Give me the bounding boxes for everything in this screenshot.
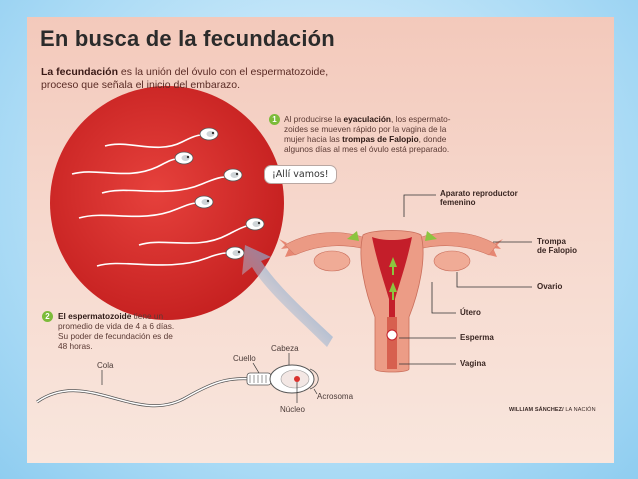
sperm-tail-5 (138, 225, 248, 246)
sperm-anatomy-drawing (36, 364, 319, 408)
step-1-text: Al producirse la eyaculación, los esperm… (284, 114, 451, 154)
sperm-head-3 (223, 168, 243, 182)
label-neck: Cuello (233, 354, 256, 363)
sperm-tail-6 (96, 252, 228, 267)
label-head: Cabeza (271, 344, 299, 353)
infographic-slide: En busca de la fecundación La fecundació… (27, 17, 614, 463)
sperm-head-1 (199, 127, 219, 141)
step-1-badge: 1 (269, 114, 280, 125)
illustration-credit: WILLIAM SÁNCHEZ/ LA NACIÓN (509, 407, 596, 413)
step-2-text: El espermatozoide tiene un promedio de v… (58, 311, 175, 351)
ovary-left (313, 250, 351, 272)
sperm-head-2 (174, 151, 194, 165)
label-sperm: Esperma (460, 333, 494, 342)
label-tail: Cola (97, 361, 114, 370)
page-title: En busca de la fecundación (40, 26, 335, 51)
label-ovary: Ovario (537, 282, 563, 291)
intro-line2: proceso que señala el inicio del embaraz… (41, 79, 241, 91)
direction-arrow (242, 245, 333, 347)
illustration-canvas (36, 86, 532, 408)
sperm-tail-3 (101, 176, 226, 194)
speech-bubble: ¡Allí vamos! (264, 165, 337, 184)
label-acrosome: Acrosoma (317, 392, 354, 401)
sperm-leader-lines (101, 353, 318, 403)
swimming-sperm-group (71, 127, 265, 267)
anatomy-leader-lines (399, 194, 532, 365)
sperm-head-6 (225, 246, 245, 260)
intro-line1: es la unión del óvulo con el espermatozo… (118, 66, 329, 78)
sperm-tail-2 (71, 158, 178, 175)
intro-text: La fecundación es la unión del óvulo con… (41, 66, 441, 92)
uterus-diagram (279, 230, 503, 373)
label-nucleus: Núcleo (280, 405, 305, 414)
sperm-tail-4 (78, 202, 198, 219)
intro-term: La fecundación (41, 66, 119, 78)
label-uterus: Útero (460, 308, 481, 317)
step-2-badge: 2 (42, 311, 53, 322)
sperm-tail-1 (104, 134, 203, 149)
ovary-right (433, 250, 471, 272)
sperm-head-4 (194, 195, 214, 209)
sperm-head-5 (245, 217, 265, 231)
sperm-circle (50, 86, 284, 320)
label-vagina: Vagina (460, 359, 486, 368)
